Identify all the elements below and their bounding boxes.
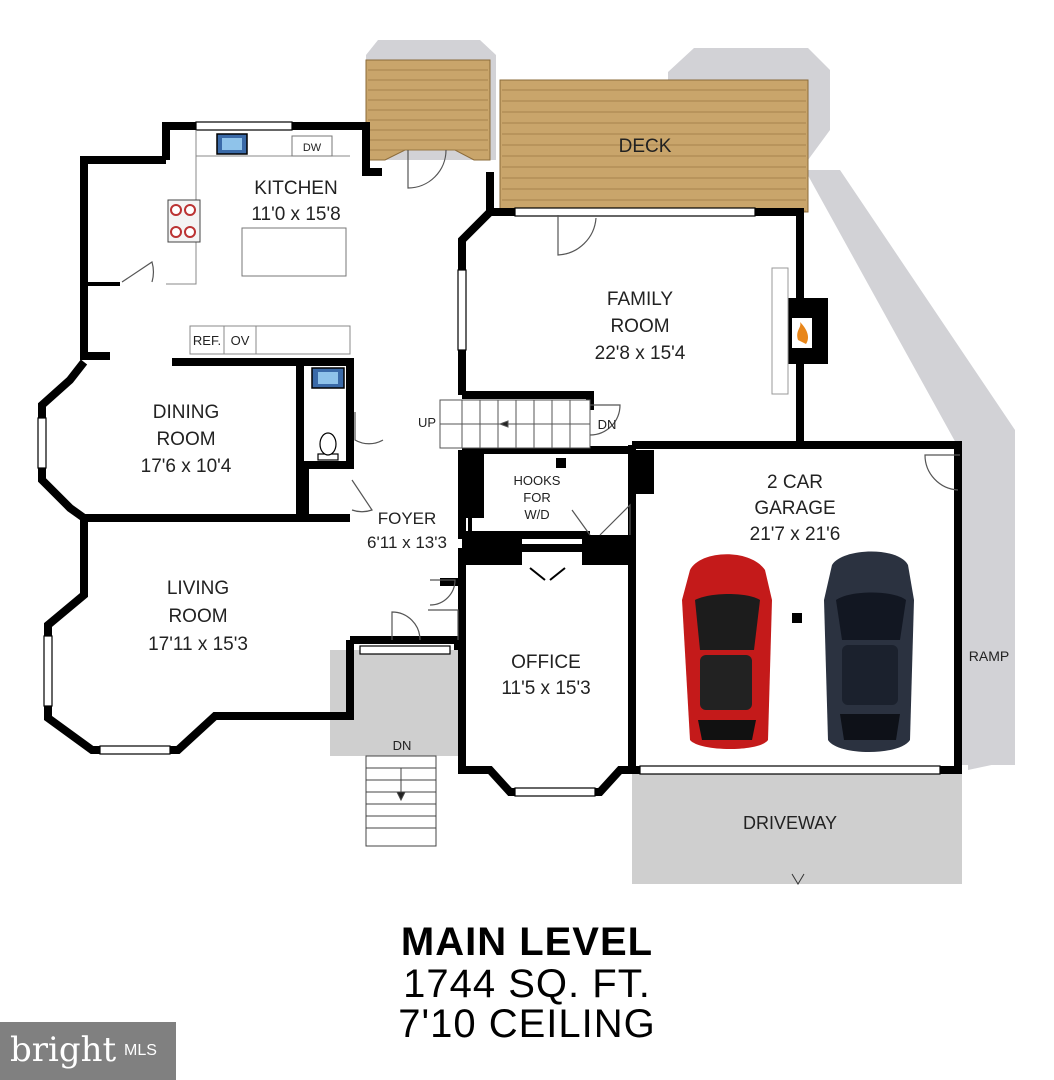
- stair-up-label: UP: [418, 415, 436, 430]
- hooks-label-3: W/D: [524, 507, 549, 522]
- car-icon: [824, 551, 914, 752]
- garage-dims: 21'7 x 21'6: [750, 524, 841, 545]
- driveway: [632, 772, 962, 884]
- interior-stair: [439, 399, 591, 449]
- kitchen-counters: [166, 130, 351, 355]
- walls: [38, 122, 962, 796]
- deck-label: DECK: [619, 136, 672, 157]
- foyer-label: FOYER: [378, 509, 437, 528]
- fireplace-icon: [771, 267, 828, 395]
- driveway-marker: [791, 873, 805, 885]
- ramp-strip: [962, 445, 1015, 765]
- title-block: MAIN LEVEL 1744 SQ. FT. 7'10 CEILING: [0, 920, 1054, 1044]
- family-room-label-2: ROOM: [610, 316, 669, 337]
- refrigerator-label: REF.: [193, 333, 221, 348]
- oven-label: OV: [231, 333, 250, 348]
- doors: [121, 149, 960, 641]
- stair-down-label: DN: [598, 417, 617, 432]
- deck: [365, 59, 809, 213]
- hooks-label-1: HOOKS: [514, 473, 561, 488]
- dining-room-dims: 17'6 x 10'4: [141, 456, 232, 477]
- kitchen-dims: 11'0 x 15'8: [251, 204, 340, 225]
- stove-icon: [167, 199, 201, 243]
- dishwasher-label: DW: [303, 142, 322, 154]
- hooks-post: [556, 458, 566, 468]
- bright-mls-logo: bright MLS: [0, 1022, 176, 1080]
- powder-sink-icon: [311, 367, 345, 389]
- toilet-icon: [317, 432, 339, 461]
- sink-icon: [216, 133, 248, 155]
- floor-plan: DECK KITCHEN 11'0 x 15'8 FAMILY ROOM 22'…: [37, 40, 1015, 885]
- driveway-label: DRIVEWAY: [743, 813, 837, 833]
- living-room-dims: 17'11 x 15'3: [148, 634, 248, 655]
- ceiling-height: 7'10 CEILING: [398, 1002, 656, 1046]
- dining-room-label-1: DINING: [153, 402, 220, 423]
- office-dims: 11'5 x 15'3: [501, 678, 590, 699]
- garage-label-1: 2 CAR: [767, 472, 823, 493]
- windows: [37, 121, 941, 797]
- ramp-label: RAMP: [969, 648, 1009, 664]
- car-icon: [682, 554, 772, 749]
- dining-room-label-2: ROOM: [156, 429, 215, 450]
- porch-down-label: DN: [393, 738, 412, 753]
- brand-logo-text: bright: [10, 1030, 117, 1070]
- living-room-label-1: LIVING: [167, 578, 229, 599]
- family-room-dims: 22'8 x 15'4: [595, 343, 686, 364]
- living-room-label-2: ROOM: [168, 606, 227, 627]
- family-room-label-1: FAMILY: [607, 289, 673, 310]
- level-title: MAIN LEVEL: [400, 920, 654, 964]
- foyer-dims: 6'11 x 13'3: [367, 533, 447, 552]
- square-footage: 1744 SQ. FT.: [403, 962, 651, 1006]
- brand-mls-text: MLS: [124, 1042, 157, 1059]
- office-label: OFFICE: [511, 652, 581, 673]
- front-steps: [365, 755, 437, 847]
- garage-post: [792, 613, 802, 623]
- hooks-label-2: FOR: [523, 490, 550, 505]
- garage-label-2: GARAGE: [754, 498, 835, 519]
- kitchen-label: KITCHEN: [254, 178, 337, 199]
